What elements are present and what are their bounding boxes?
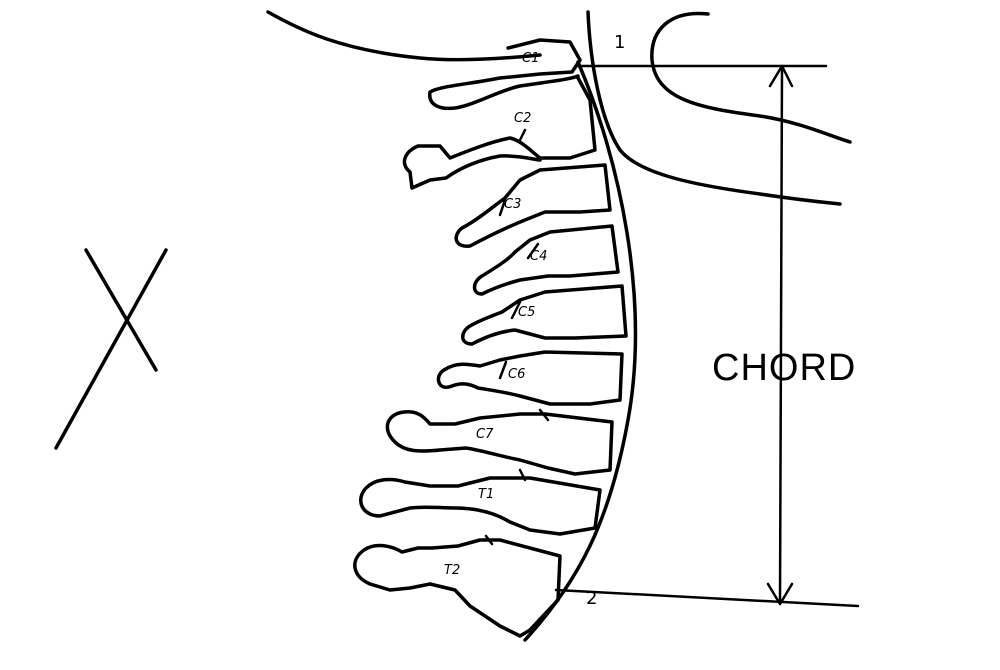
vertebra-c7 [385, 409, 614, 476]
vertebra-c2 [402, 76, 597, 190]
label-t1: T1 [478, 487, 494, 502]
facet-detail-marks [484, 128, 550, 546]
vertebra-c4 [472, 224, 620, 296]
vertebra-c3 [454, 163, 612, 248]
label-c4: C4 [530, 249, 547, 264]
lower-reference-line [554, 588, 860, 608]
label-c2: C2 [514, 111, 531, 126]
chord-arrowhead-bottom [766, 582, 794, 606]
vertebra-t2 [353, 538, 562, 638]
label-c3: C3 [504, 197, 521, 212]
label-c7: C7 [476, 427, 494, 442]
vertebra-t1 [359, 476, 602, 536]
vertebra-c1 [428, 38, 582, 111]
chord-label: CHORD [712, 347, 856, 389]
point-label-1: 1 [614, 32, 625, 53]
x-mark-stroke-b [54, 248, 168, 450]
x-mark-stroke-a [84, 248, 158, 372]
vertebra-c6 [436, 350, 624, 406]
airway-outline-upper [650, 11, 852, 144]
skull-base-outline [266, 10, 542, 62]
label-c6: C6 [508, 367, 525, 382]
chord-arrow-shaft [778, 66, 784, 604]
vertebra-c5 [461, 284, 628, 346]
label-t2: T2 [444, 563, 460, 578]
label-c5: C5 [518, 305, 535, 320]
airway-outline-lower [586, 10, 842, 206]
spinal-arc [523, 60, 638, 642]
point-label-2: 2 [586, 588, 597, 609]
label-c1: C1 [522, 51, 539, 66]
chord-arrowhead-top [768, 64, 794, 88]
